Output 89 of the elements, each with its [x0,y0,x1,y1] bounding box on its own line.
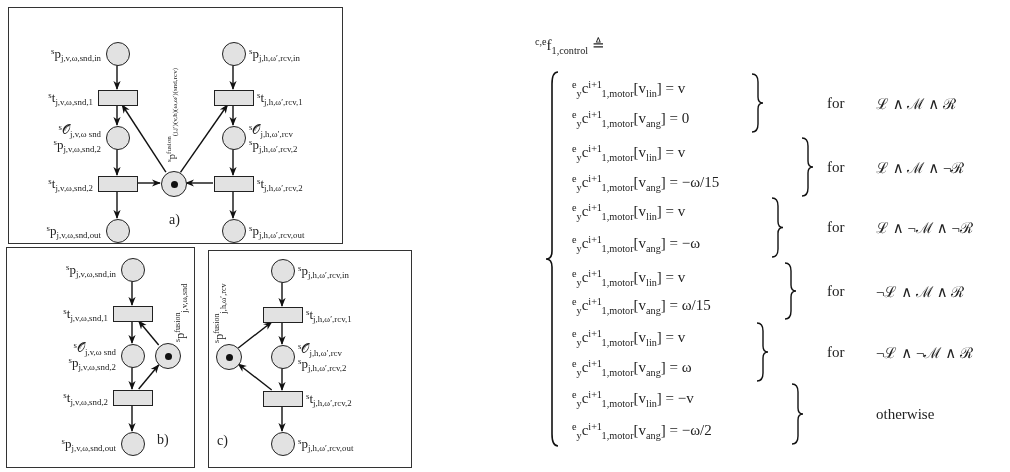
transition-bar [263,391,303,407]
transition-label: $^{s}$t$_{j,v,ω,snd,1}$ [48,90,93,106]
transition-label: $^{s}$t$_{j,h,ω′,rcv,2}$ [306,391,352,407]
place-label: $^{s}$p$_{j,v,ω,snd,2}$ [53,138,101,153]
arc-arrow [278,321,286,345]
arc-arrow [179,104,229,174]
place-label: $^{s}$𝒪$_{j,h,ω′,rcv}$ [298,342,342,357]
arc-arrow [278,281,286,307]
place-circle [106,219,130,243]
place-circle [106,42,130,66]
place-label: $^{s}$p$_{j,h,ω′,rcv,2}$ [298,357,347,372]
place-label: $^{s}$p$_{j,h,ω′,rcv,in}$ [298,263,349,279]
condition-formula: ℒ ∧ ℳ ∧ ℛ [876,95,956,113]
panel-frame [8,7,343,244]
transition-bar [214,176,254,192]
place-label: $^{s}$𝒪$_{j,h,ω′,rcv}$ [249,123,293,138]
arc-arrow [278,405,286,432]
arc-arrow [185,179,214,187]
place-label: $^{s}$p$_{j,v,ω,snd,in}$ [51,46,101,62]
arc-arrow [113,148,121,176]
arc-arrow [113,64,121,90]
marked-place-circle [161,171,187,197]
place-circle [222,126,246,150]
condition-keyword: for [827,158,845,176]
condition-formula: ¬ℒ ∧ ¬ℳ ∧ ℛ [876,344,973,362]
transition-bar [113,390,153,406]
panel-label: c) [217,433,228,449]
function-heading: $^{c,e}$f$_{1,control}$ ≜ [535,36,605,54]
place-label: $^{s}$p$_{j,h,ω′,rcv,out}$ [249,223,305,239]
transition-bar [98,176,138,192]
arc-arrow [121,104,167,173]
transition-bar [113,306,153,322]
arc-arrow [128,404,136,432]
panel-label: b) [157,432,169,448]
condition-formula: ℒ ∧ ¬ℳ ∧ ¬ℛ [876,219,973,237]
arc-arrow [128,366,136,390]
place-circle [271,432,295,456]
marked-place-circle [216,344,242,370]
arc-arrow [229,64,237,90]
arc-arrow [137,320,160,346]
condition-keyword: for [827,282,845,300]
place-label: $^{s}$𝒪$_{j,v,ω snd}$ [73,341,116,356]
transition-label: $^{s}$t$_{j,h,ω′,rcv,1}$ [306,307,352,323]
place-label: $^{s}$p$_{j,v,ω,snd,2}$ [68,356,116,371]
arc-arrow [229,104,237,126]
place-circle [106,126,130,150]
transition-bar [263,307,303,323]
arc-arrow [278,367,286,391]
panel-frame [208,250,412,468]
transition-label: $^{s}$t$_{j,h,ω′,rcv,1}$ [257,90,303,106]
place-circle [222,42,246,66]
transition-bar [98,90,138,106]
condition-formula: ¬ℒ ∧ ℳ ∧ ℛ [876,283,965,301]
arc-arrow [128,320,136,344]
place-label: $^{s}$p$_{j,h,ω′,rcv,out}$ [298,436,354,452]
place-label: $^{s}$p$_{j,v,ω,snd,in}$ [66,262,116,278]
place-circle [222,219,246,243]
arc-arrow [113,104,121,126]
place-label: $^{s}$𝒪$_{j,v,ω snd}$ [58,123,101,138]
condition-keyword: otherwise [876,405,935,423]
arc-arrow [237,321,273,349]
place-label: $^{s}$p$_{j,h,ω′,rcv,in}$ [249,46,300,62]
marked-place-circle [155,343,181,369]
place-circle [121,432,145,456]
transition-label: $^{s}$t$_{j,v,ω,snd,2}$ [48,176,93,192]
arc-arrow [128,280,136,306]
place-circle [121,344,145,368]
transition-bar [214,90,254,106]
place-label: $^{s}$p$_{j,h,ω′,rcv,2}$ [249,138,298,153]
transition-label: $^{s}$t$_{j,v,ω,snd,1}$ [63,306,108,322]
arc-arrow [113,190,121,219]
transition-label: $^{s}$t$_{j,v,ω,snd,2}$ [63,390,108,406]
transition-label: $^{s}$t$_{j,h,ω′,rcv,2}$ [257,176,303,192]
condition-formula: ℒ ∧ ℳ ∧ ¬ℛ [876,159,965,177]
arc-arrow [136,179,161,187]
condition-keyword: for [827,343,845,361]
panel-label: a) [169,212,180,228]
place-label: $^{s}$p$_{j,v,ω,snd,out}$ [46,223,101,239]
place-label: $^{s}$p$_{j,v,ω,snd,out}$ [61,436,116,452]
arc-arrow [229,190,237,219]
condition-keyword: for [827,94,845,112]
place-circle [271,259,295,283]
panel-frame [6,247,195,468]
arc-arrow [137,364,160,390]
arc-arrow [229,148,237,176]
place-circle [271,345,295,369]
condition-keyword: for [827,218,845,236]
arc-arrow [237,363,273,391]
place-circle [121,258,145,282]
